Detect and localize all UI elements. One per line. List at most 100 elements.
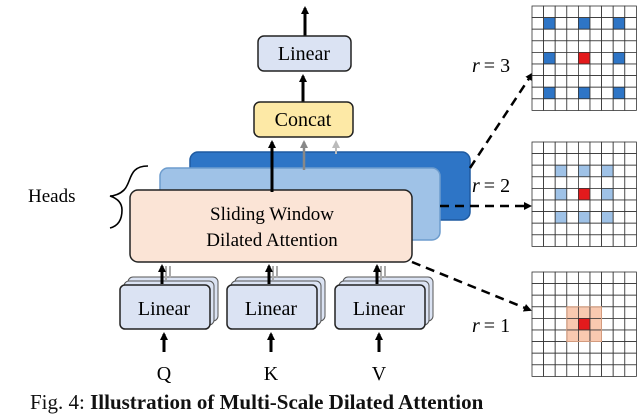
- r3-grid-cell: [601, 52, 614, 65]
- r3-grid-cell: [624, 52, 637, 65]
- heads-brace: [109, 165, 149, 229]
- r1-grid-cell: [601, 317, 614, 331]
- r2-grid-cell: [612, 141, 626, 155]
- r2-grid-cell: [589, 211, 603, 224]
- r2-grid-cell: [566, 234, 579, 247]
- r1-grid-cell: [531, 329, 545, 343]
- r2-grid-cell: [554, 199, 568, 213]
- linear-to-attention-arrows: [158, 264, 386, 284]
- r2-grid-cell: [578, 141, 591, 155]
- r2-grid-cell: [612, 187, 626, 201]
- r2-grid-cell: [531, 164, 545, 178]
- r1-grid-cell: [543, 271, 556, 285]
- r1-grid-cell: [589, 364, 603, 377]
- r2-grid-cell: [554, 153, 568, 166]
- r2-grid-cell: [531, 199, 545, 213]
- r1-grid-cell: [531, 271, 545, 285]
- r1-grid-cell: [566, 283, 579, 296]
- r1-grid-cell: [566, 352, 579, 366]
- r3-grid-cell: [612, 28, 626, 42]
- r2-grid-cell: [566, 199, 579, 213]
- r3-grid-attended-cell: [612, 86, 626, 100]
- r1-grid-attended-cell: [566, 306, 579, 319]
- r3-grid-cell: [624, 17, 637, 30]
- r3-grid-cell: [554, 40, 568, 53]
- r3-grid-cell: [531, 52, 545, 65]
- r2-grid-cell: [612, 211, 626, 224]
- input-q-label: Q: [157, 363, 172, 385]
- r3-grid-cell: [601, 98, 614, 111]
- caption-title: Illustration of Multi-Scale Dilated Atte…: [90, 390, 484, 414]
- r2-grid-cell: [554, 234, 568, 247]
- r1-grid-cell: [543, 352, 556, 366]
- r3-grid-cell: [601, 75, 614, 88]
- r1-grid-cell: [612, 317, 626, 331]
- r1-grid-cell: [624, 283, 637, 296]
- r2-grid-attended-cell: [601, 211, 614, 224]
- r3-grid-cell: [624, 75, 637, 88]
- r2-grid-cell: [566, 211, 579, 224]
- r1-grid-cell: [566, 271, 579, 285]
- r3-grid-cell: [554, 17, 568, 30]
- r1-grid-cell: [589, 271, 603, 285]
- r1-grid-cell: [601, 306, 614, 319]
- r2-grid-cell: [624, 164, 637, 178]
- r2-grid-cell: [589, 234, 603, 247]
- linear-v-label: Linear: [353, 298, 406, 320]
- r1-grid-cell: [543, 283, 556, 296]
- r1-grid-attended-cell: [578, 306, 591, 319]
- r1-grid-cell: [554, 364, 568, 377]
- r1-grid-attended-cell: [589, 329, 603, 343]
- r3-grid-cell: [601, 17, 614, 30]
- r2-grid-cell: [543, 211, 556, 224]
- r2-grid-attended-cell: [601, 164, 614, 178]
- r1-grid-cell: [554, 283, 568, 296]
- r1-grid-cell: [531, 364, 545, 377]
- r3-grid-cell: [589, 52, 603, 65]
- r1-grid-cell: [601, 283, 614, 296]
- r3-grid-cell: [612, 98, 626, 111]
- r1-grid-cell: [612, 283, 626, 296]
- r3-grid-cell: [566, 17, 579, 30]
- r3-grid-cell: [543, 40, 556, 53]
- r3-grid-cell: [566, 63, 579, 77]
- r1-grid-cell: [601, 352, 614, 366]
- r3-grid-cell: [578, 63, 591, 77]
- r3-grid-attended-cell: [578, 86, 591, 100]
- r2-grid-cell: [566, 187, 579, 201]
- r2-grid-cell: [543, 234, 556, 247]
- r3-grid-cell: [612, 5, 626, 19]
- r1-grid-cell: [624, 271, 637, 285]
- r2-grid-cell: [543, 153, 556, 166]
- r1-grid-cell: [601, 294, 614, 308]
- r2-grid-cell: [624, 199, 637, 213]
- r1-neighborhood-outline: [566, 306, 602, 342]
- r1-grid-cell: [578, 283, 591, 296]
- r3-grid-cell: [589, 63, 603, 77]
- r2-grid-attended-cell: [554, 164, 568, 178]
- r2-grid-cell: [531, 222, 545, 236]
- r1-label: r= 1: [472, 315, 510, 337]
- r1-grid-cell: [531, 283, 545, 296]
- r2-grid-cell: [543, 187, 556, 201]
- output-linear-label: Linear: [278, 43, 331, 65]
- r2-grid-cell: [554, 222, 568, 236]
- r3-grid-cell: [589, 17, 603, 30]
- r3-grid-cell: [554, 5, 568, 19]
- r1-grid-cell: [589, 341, 603, 354]
- r1-grid-cell: [554, 329, 568, 343]
- r3-grid-cell: [554, 28, 568, 42]
- r2-grid-cell: [624, 153, 637, 166]
- r1-grid-cell: [554, 352, 568, 366]
- r3-grid-cell: [601, 28, 614, 42]
- r3-grid-cell: [624, 5, 637, 19]
- r3-grid-cell: [554, 98, 568, 111]
- r3-grid-attended-cell: [543, 17, 556, 30]
- r2-grid-cell: [624, 222, 637, 236]
- r1-grid-cell: [624, 294, 637, 308]
- r3-grid-cell: [554, 52, 568, 65]
- r2-grid-cell: [578, 234, 591, 247]
- r3-grid-cell: [589, 98, 603, 111]
- r2-grid-cell: [612, 199, 626, 213]
- r3-grid-cell: [601, 40, 614, 53]
